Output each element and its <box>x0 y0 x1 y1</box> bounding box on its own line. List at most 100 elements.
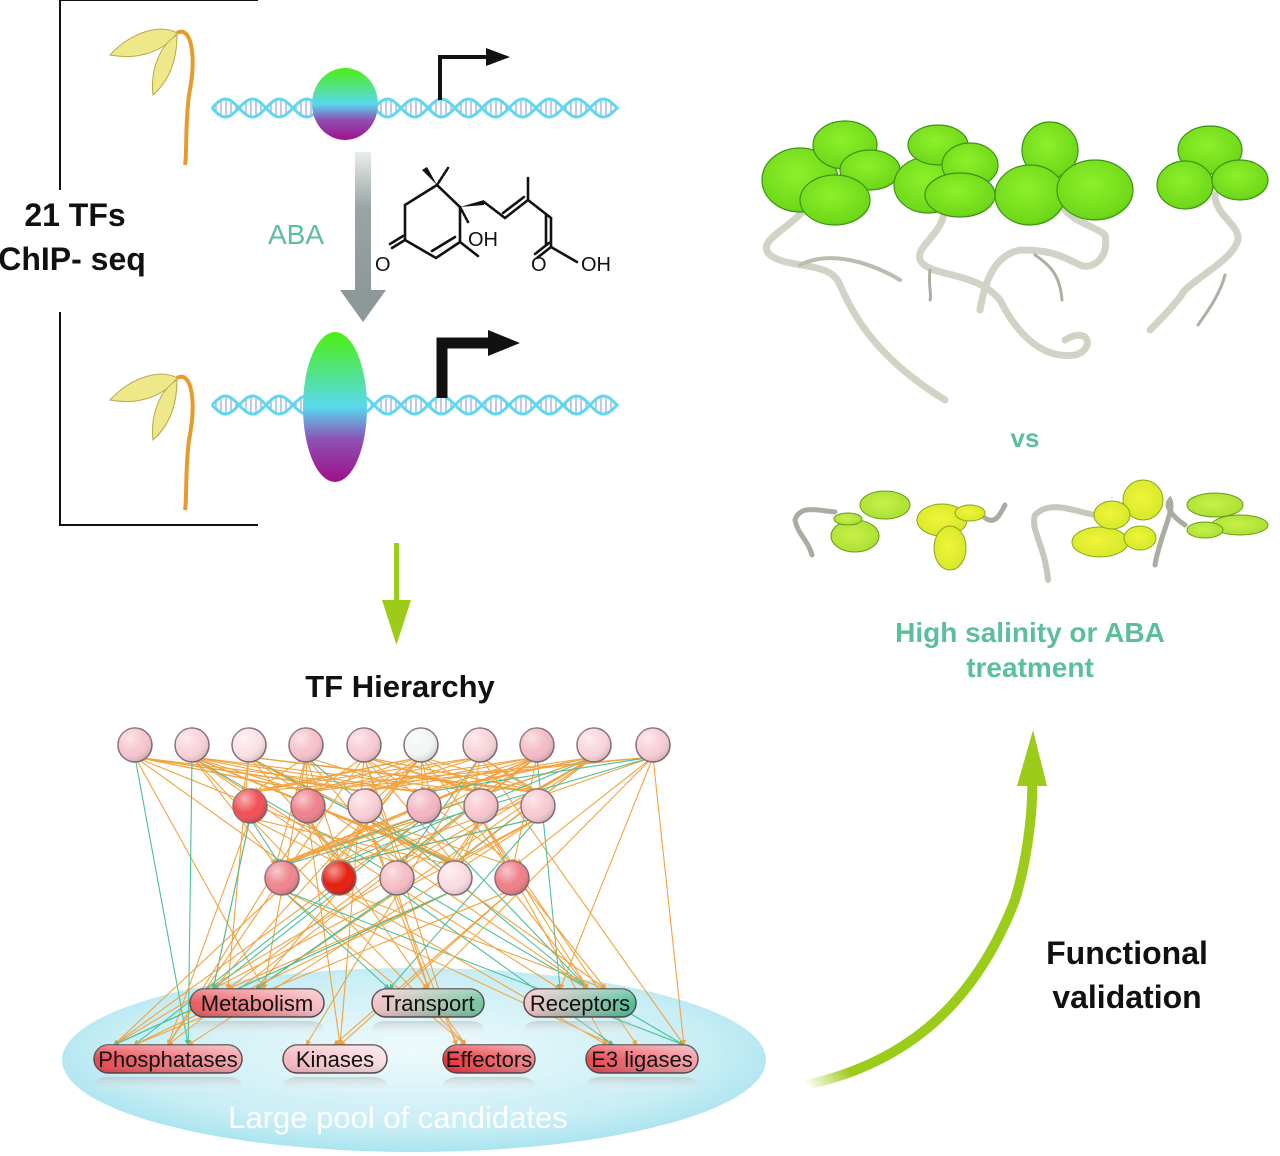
regulatory-edge-secondary <box>185 756 193 1046</box>
regulatory-edge <box>396 889 430 990</box>
regulatory-edge <box>310 756 538 794</box>
chipseq-bracket <box>59 0 258 526</box>
dna-strand <box>210 394 620 416</box>
pill-label: Effectors <box>446 1047 532 1072</box>
regulatory-edge-secondary <box>212 889 340 990</box>
candidate-category-phosphatases: Phosphatases <box>93 1044 243 1093</box>
regulatory-edge <box>253 756 307 793</box>
pill-reflection <box>372 1021 484 1037</box>
transcription-start-arrow-strong <box>436 330 520 398</box>
regulatory-edge <box>166 817 251 1046</box>
seedling-icon-top <box>109 28 195 166</box>
network-edges <box>113 756 687 1046</box>
tf-node-middle <box>347 788 383 824</box>
tf-node-top <box>403 727 439 763</box>
regulatory-edge <box>304 756 311 793</box>
bracket-label-chipseq: ChIP- seq <box>0 241 146 277</box>
seedling-icon-bottom <box>109 373 195 511</box>
healthy-seedlings <box>761 120 1269 404</box>
regulatory-edge <box>364 817 430 990</box>
functional-validation-arrow <box>804 730 1047 1090</box>
molecule-label-ketone-oxygen: O <box>375 254 391 276</box>
candidate-category-effectors: Effectors <box>442 1044 536 1093</box>
pill-label: Phosphatases <box>98 1047 237 1072</box>
tf-node-top <box>462 727 498 763</box>
regulatory-edge <box>255 889 340 990</box>
tf-node-middle <box>463 788 499 824</box>
tf-protein-unbound <box>312 68 378 140</box>
stressed-seedlings <box>792 479 1269 583</box>
dna-helix-top <box>210 97 620 119</box>
regulatory-edge <box>422 756 654 990</box>
regulatory-edge <box>652 756 687 1046</box>
tf-node-top <box>519 727 555 763</box>
stress-label-line2: treatment <box>966 652 1094 683</box>
regulatory-edge <box>333 889 513 1046</box>
regulatory-edge <box>248 756 533 795</box>
regulatory-edge-secondary <box>281 889 390 990</box>
tf-node-middle <box>520 788 556 824</box>
aba-treatment-arrow <box>340 152 386 322</box>
tf-node-top <box>174 727 210 763</box>
regulatory-edge-secondary <box>113 889 456 1046</box>
regulatory-edge-secondary <box>249 817 281 865</box>
molecule-label-acid-hydroxyl: OH <box>581 254 611 276</box>
regulatory-edge <box>246 756 654 795</box>
down-arrow-to-hierarchy <box>382 543 411 645</box>
regulatory-edge-secondary <box>211 817 251 990</box>
pill-label: Metabolism <box>201 991 313 1016</box>
regulatory-edge <box>247 756 422 794</box>
pill-label: Receptors <box>530 991 630 1016</box>
regulatory-edge <box>364 817 508 866</box>
dna-strand <box>210 97 620 119</box>
pill-reflection <box>94 1077 242 1093</box>
regulatory-edge <box>307 817 343 1046</box>
aba-label: ABA <box>268 219 324 250</box>
pill-reflection <box>190 1021 324 1037</box>
regulatory-edge <box>249 817 449 866</box>
regulatory-edge <box>338 889 608 1046</box>
abscisic-acid-structure: OH O O OH <box>375 166 611 276</box>
tf-node-bottom <box>494 860 530 896</box>
regulatory-edge <box>113 817 425 1046</box>
pill-reflection <box>443 1077 535 1093</box>
regulatory-edge <box>280 817 425 866</box>
regulatory-edge <box>339 889 513 1046</box>
tf-node-middle <box>406 788 442 824</box>
tf-node-top <box>231 727 267 763</box>
dna-strand <box>210 394 620 416</box>
tf-node-top <box>576 727 612 763</box>
tf-node-bottom <box>264 860 300 896</box>
regulatory-edge-secondary <box>255 889 398 990</box>
regulatory-edge-secondary <box>423 817 589 990</box>
regulatory-edge <box>191 756 421 794</box>
pill-label: E3 ligases <box>591 1047 693 1072</box>
candidate-category-e3-ligases: E3 ligases <box>585 1044 699 1093</box>
regulatory-edge <box>307 817 334 865</box>
regulatory-edge <box>243 756 481 794</box>
regulatory-edge <box>453 817 482 865</box>
candidate-category-metabolism: Metabolism <box>189 988 325 1037</box>
regulatory-edge <box>480 817 589 990</box>
regulatory-edge-secondary <box>388 817 539 990</box>
regulatory-edge <box>227 889 456 990</box>
bracket-label-tfs: 21 TFs <box>24 197 125 233</box>
regulatory-edge <box>511 889 589 990</box>
tf-node-bottom <box>379 860 415 896</box>
regulatory-edge <box>134 756 285 865</box>
tf-node-top <box>346 727 382 763</box>
transcription-start-arrow-weak <box>438 48 510 100</box>
regulatory-edge <box>559 756 654 990</box>
regulatory-edge-secondary <box>425 756 654 794</box>
hierarchy-title: TF Hierarchy <box>305 669 495 704</box>
pill-label: Transport <box>381 991 474 1016</box>
tf-node-bottom <box>321 860 357 896</box>
tf-node-top <box>288 727 324 763</box>
molecule-label-hydroxyl: OH <box>468 229 498 251</box>
tf-node-bottom <box>437 860 473 896</box>
regulatory-edge <box>364 817 455 865</box>
dna-strand <box>210 97 620 119</box>
tf-protein-bound <box>303 332 367 482</box>
candidate-category-kinases: Kinases <box>282 1044 388 1093</box>
